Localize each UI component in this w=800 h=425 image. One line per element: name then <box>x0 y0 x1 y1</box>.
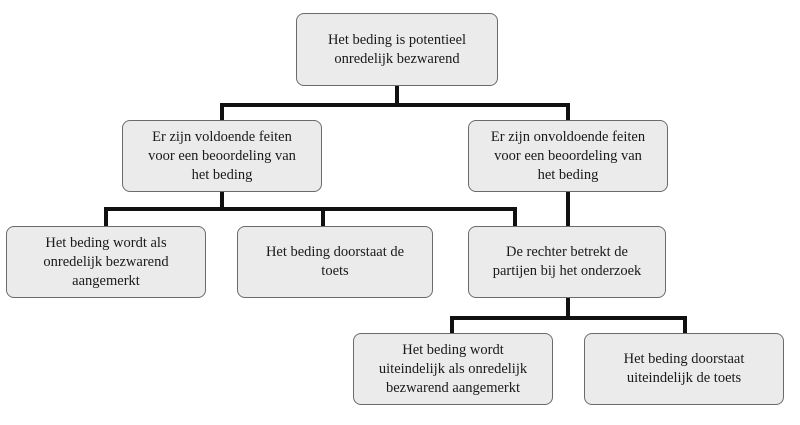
node-finally-passes-test-text: Het beding doorstaat uiteindelijk de toe… <box>623 351 745 386</box>
node-finally-marked-unfair: Het beding wordt uiteindelijk als onrede… <box>353 333 553 405</box>
node-judge-involves: De rechter betrekt de partijen bij het o… <box>468 226 666 298</box>
node-finally-passes-test: Het beding doorstaat uiteindelijk de toe… <box>584 333 784 405</box>
node-enough-facts-text: Er zijn voldoende feiten voor een beoord… <box>148 128 296 183</box>
node-finally-marked-unfair-text: Het beding wordt uiteindelijk als onrede… <box>378 341 528 396</box>
node-root-text: Het beding is potentieel onredelijk bezw… <box>327 31 467 67</box>
node-root: Het beding is potentieel onredelijk bezw… <box>296 13 498 86</box>
node-judge-involves-text: De rechter betrekt de partijen bij het o… <box>492 244 642 279</box>
node-enough-facts: Er zijn voldoende feiten voor een beoord… <box>122 120 322 192</box>
node-passes-test-text: Het beding doorstaat de toets <box>265 244 405 279</box>
node-marked-unfair: Het beding wordt als onredelijk bezwaren… <box>6 226 206 298</box>
node-insufficient-facts-text: Er zijn onvoldoende feiten voor een beoo… <box>490 128 646 183</box>
node-marked-unfair-text: Het beding wordt als onredelijk bezwaren… <box>43 234 169 289</box>
node-insufficient-facts: Er zijn onvoldoende feiten voor een beoo… <box>468 120 668 192</box>
node-passes-test: Het beding doorstaat de toets <box>237 226 433 298</box>
